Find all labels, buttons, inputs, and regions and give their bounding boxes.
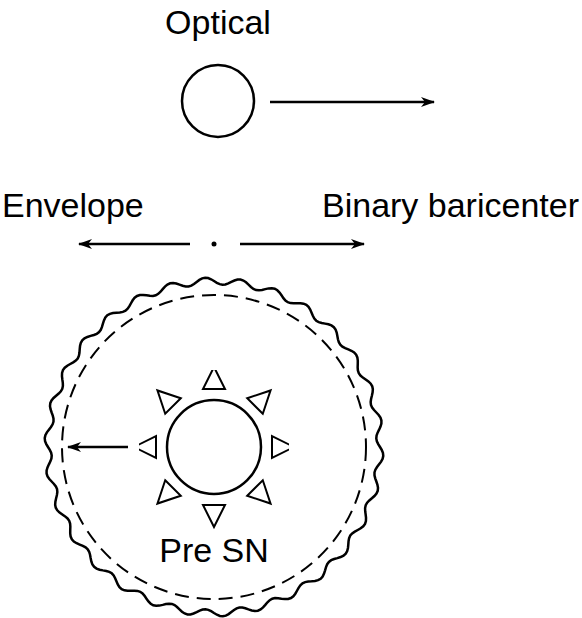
expansion-arrow (68, 446, 128, 449)
envelope-outline (45, 278, 384, 617)
direction-label: Envelope (2, 185, 144, 225)
baricenter-arrow (240, 243, 364, 246)
star-name: Pre SN (159, 530, 269, 570)
envelope-arrow (79, 243, 190, 246)
pre-sn-star: Pre SN (139, 370, 289, 570)
direction-label: Binary baricenter (322, 185, 579, 225)
motion-arrow (270, 101, 434, 104)
optical-star: Optical (158, 0, 278, 140)
envelope-inner-dashed (62, 295, 366, 599)
barycenter-dot (212, 242, 217, 247)
star-label: Optical (165, 2, 271, 42)
